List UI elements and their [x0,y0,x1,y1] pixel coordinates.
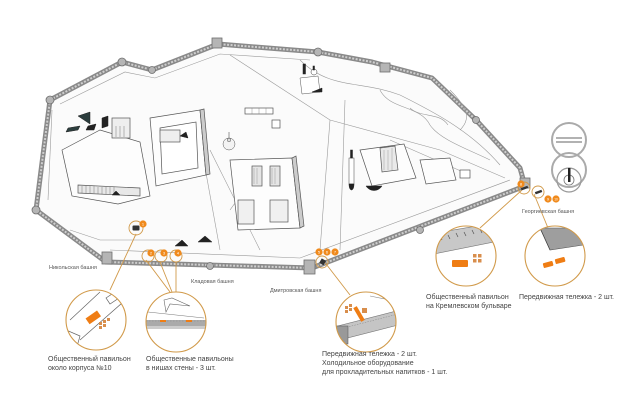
tower-label-georgievskaya: Георгиевская башня [522,209,575,215]
building-senate [149,108,211,187]
caption-wall-pavilions: Общественные павильоны в нишах стены - 3… [146,355,234,373]
marker-6[interactable]: 6 [323,248,331,256]
svg-text:6: 6 [326,250,329,255]
churches [65,63,383,247]
pavilion-icon [452,260,468,267]
caption-line: Общественный павильон [48,356,131,363]
marker-3[interactable]: 3 [160,249,168,257]
building-presidium [229,155,305,231]
marker-9[interactable]: 9 [544,195,552,203]
marker-4[interactable]: 4 [174,249,182,257]
svg-text:2: 2 [150,251,153,256]
building-arsenal [61,117,151,205]
bell-tower [348,149,355,191]
caption-georgiev-cart: Передвижная тележка - 2 шт. [519,293,614,302]
kremlin-territory [36,44,525,268]
marker-ring-glyphs [132,185,543,266]
building-east [419,157,471,185]
caption-dmitrov-cart: Передвижная тележка - 2 шт. Холодильное … [322,350,447,377]
caption-line: Холодильное оборудование [322,360,414,367]
marker-7[interactable]: 7 [331,248,339,256]
marker-10[interactable]: 10 [552,195,560,203]
inset-pavilion-corpus10 [65,289,127,351]
tower-label-nikolskaya: Никольская башня [49,265,97,271]
inset-georgiev-cart [524,225,586,287]
caption-line: Общественные павильоны [146,356,234,363]
marker-8[interactable]: 8 [517,180,525,188]
caption-line: для прохладительных напитков - 1 шт. [322,369,448,376]
marker-rings [128,181,545,269]
svg-text:10: 10 [554,198,558,202]
inset-boulevard-pavilion [435,225,497,287]
pavilion-icon [85,310,102,325]
svg-text:4: 4 [177,251,180,256]
svg-text:9: 9 [547,197,550,202]
building-palace [359,143,417,187]
caption-pavilion-corpus10: Общественный павильон около корпуса №10 [48,355,131,373]
kremlin-wall [33,41,528,271]
cart-icon [542,260,554,268]
caption-line: Общественный павильон [426,294,509,301]
cart-icon [353,306,365,322]
caption-line: Передвижная тележка - 2 шт. [519,294,614,301]
marker-1[interactable]: 1 [139,220,147,228]
wall-towers [31,37,531,275]
tower-label-dmitrovskaya: Дмитровская башня [270,288,322,294]
marker-5[interactable]: 5 [315,248,323,256]
caption-boulevard-pavilion: Общественный павильон на Кремлевском бул… [426,293,512,311]
georgievskaya-tower-illustration [551,122,587,193]
inset-wall-pavilions [145,291,207,353]
caption-line: на Кремлевском бульваре [426,303,512,310]
church-center [222,132,236,151]
svg-text:8: 8 [520,182,523,187]
inset-dmitrov-cart [335,291,397,353]
svg-text:3: 3 [163,251,166,256]
caption-line: Передвижная тележка - 2 шт. [322,351,417,358]
caption-line: около корпуса №10 [48,365,112,372]
svg-text:5: 5 [318,250,321,255]
church-cathedral-north [299,63,323,95]
buildings [61,107,471,231]
numbered-markers: 1 2 3 4 5 6 7 8 9 10 [139,180,560,257]
svg-text:7: 7 [334,250,337,255]
cart-icon [554,256,566,264]
marker-2[interactable]: 2 [147,249,155,257]
building-small-north [244,107,281,129]
caption-line: в нишах стены - 3 шт. [146,365,216,372]
svg-text:1: 1 [142,222,145,227]
leader-lines [109,189,549,296]
tower-label-kladovaya: Кладовая башня [191,279,234,285]
